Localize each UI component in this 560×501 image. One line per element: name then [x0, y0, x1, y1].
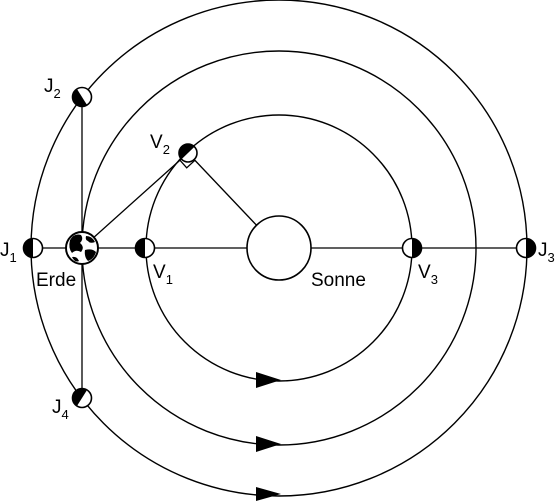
label-v1: V1: [153, 262, 173, 287]
planet-shaded-half: [412, 238, 422, 258]
line-sun-to-v2: [187, 152, 263, 232]
planet-v3: [401, 237, 423, 259]
planet-shaded-half: [72, 388, 88, 407]
sun-icon: [246, 215, 312, 281]
planet-j3: [515, 237, 537, 259]
planet-shaded-half: [526, 238, 536, 258]
planet-v1: [134, 237, 156, 259]
label-j1: J1: [0, 240, 17, 265]
planet-j1: [22, 237, 44, 259]
orbit-arrow-inner-icon: [256, 372, 281, 388]
label-j3: J3: [538, 240, 555, 265]
planet-shaded-half: [179, 144, 195, 160]
planet-shaded-half: [72, 88, 88, 107]
orbit-arrow-middle-icon: [256, 436, 281, 452]
label-j2: J2: [44, 76, 61, 101]
earth-icon: [65, 231, 99, 265]
orbit-arrow-outer-icon: [256, 487, 281, 501]
line-earth-to-v2: [81, 152, 189, 249]
label-j4: J4: [52, 397, 69, 422]
planet-shaded-half: [135, 238, 145, 258]
planet-j2: [71, 86, 93, 108]
label-v2: V2: [150, 132, 170, 157]
label-sun: Sonne: [311, 270, 366, 291]
planet-j4: [71, 387, 93, 409]
label-earth: Erde: [36, 270, 76, 291]
right-angle-marker: [178, 159, 196, 169]
planet-shaded-half: [23, 238, 33, 258]
label-v3: V3: [418, 262, 438, 287]
planet-v2: [178, 143, 198, 163]
